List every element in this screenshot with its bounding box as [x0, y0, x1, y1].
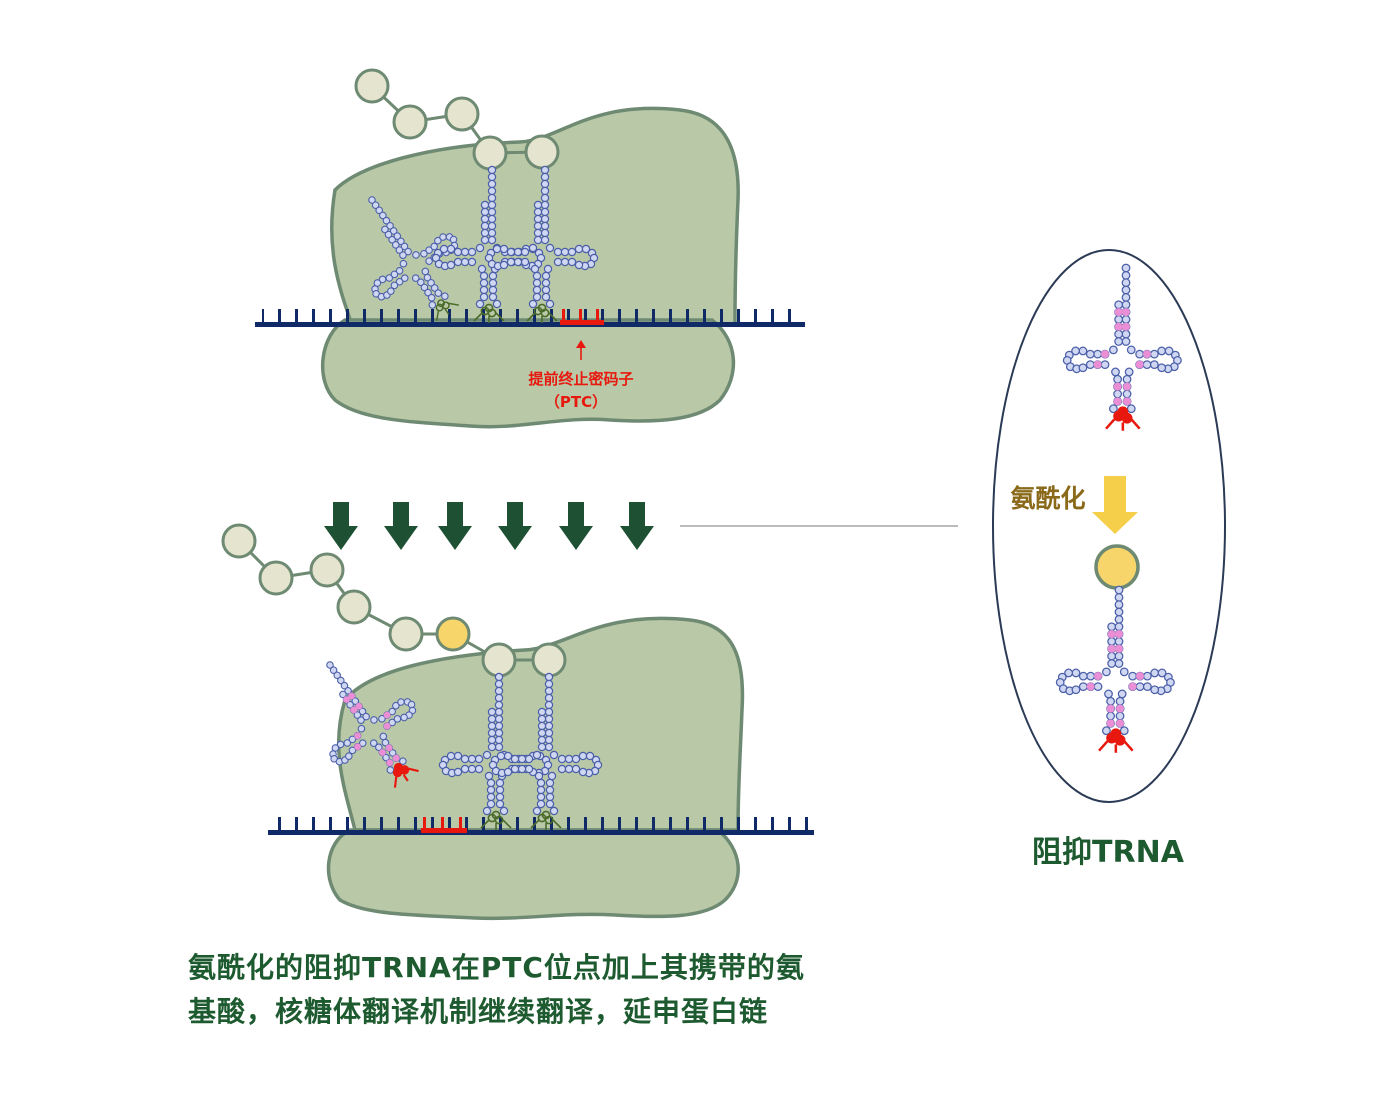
amino-acid — [392, 104, 428, 140]
peptide-chain-bottom — [221, 523, 567, 678]
down-arrow-icon — [438, 502, 472, 550]
caption-line-2: 基酸，核糖体翻译机制继续翻译，延申蛋白链 — [188, 995, 769, 1028]
transition-arrows — [324, 502, 654, 550]
ptc-label-line1: 提前终止密码子 — [528, 370, 633, 388]
amino-acid — [481, 642, 517, 678]
amino-acid — [388, 616, 424, 652]
caption: 氨酰化的阻抑TRNA在PTC位点加上其携带的氨 基酸，核糖体翻译机制继续翻译，延… — [188, 946, 908, 1034]
mrna-top — [255, 309, 805, 327]
ptc-codon-bottom — [421, 817, 467, 833]
peptide-chain-top — [354, 68, 560, 171]
aminoacylation-label: 氨酰化 — [1010, 484, 1085, 513]
top-ribosome: 提前终止密码子 （PTC） — [255, 68, 805, 429]
charged-amino-acid — [1094, 544, 1140, 590]
down-arrow-icon — [324, 502, 358, 550]
caption-line-1: 氨酰化的阻抑TRNA在PTC位点加上其携带的氨 — [188, 951, 805, 984]
suppressor-trna-panel: 氨酰化 阻抑TRNA — [992, 249, 1226, 870]
amino-acid — [524, 134, 560, 170]
suppressor-trna-label: 阻抑TRNA — [1032, 835, 1185, 870]
amino-acid — [221, 523, 257, 559]
small-subunit-bottom — [326, 828, 740, 921]
amino-acid — [354, 68, 390, 104]
amino-acid — [531, 642, 567, 678]
down-arrow-icon — [559, 502, 593, 550]
added-amino-acid — [435, 616, 471, 652]
amino-acid — [309, 552, 345, 588]
small-subunit-top — [321, 318, 736, 429]
down-arrow-icon — [498, 502, 532, 550]
amino-acid — [258, 560, 294, 596]
ptc-label-line2: （PTC） — [545, 393, 607, 411]
yellow-down-arrow-icon — [1092, 476, 1138, 534]
down-arrow-icon — [620, 502, 654, 550]
down-arrow-icon — [384, 502, 418, 550]
ptc-codon-top — [560, 309, 604, 325]
up-arrow-icon — [576, 340, 586, 360]
bottom-ribosome — [221, 523, 814, 921]
amino-acid — [472, 135, 508, 171]
amino-acid — [444, 96, 480, 132]
mrna-bottom — [268, 817, 814, 835]
amino-acid — [336, 589, 372, 625]
